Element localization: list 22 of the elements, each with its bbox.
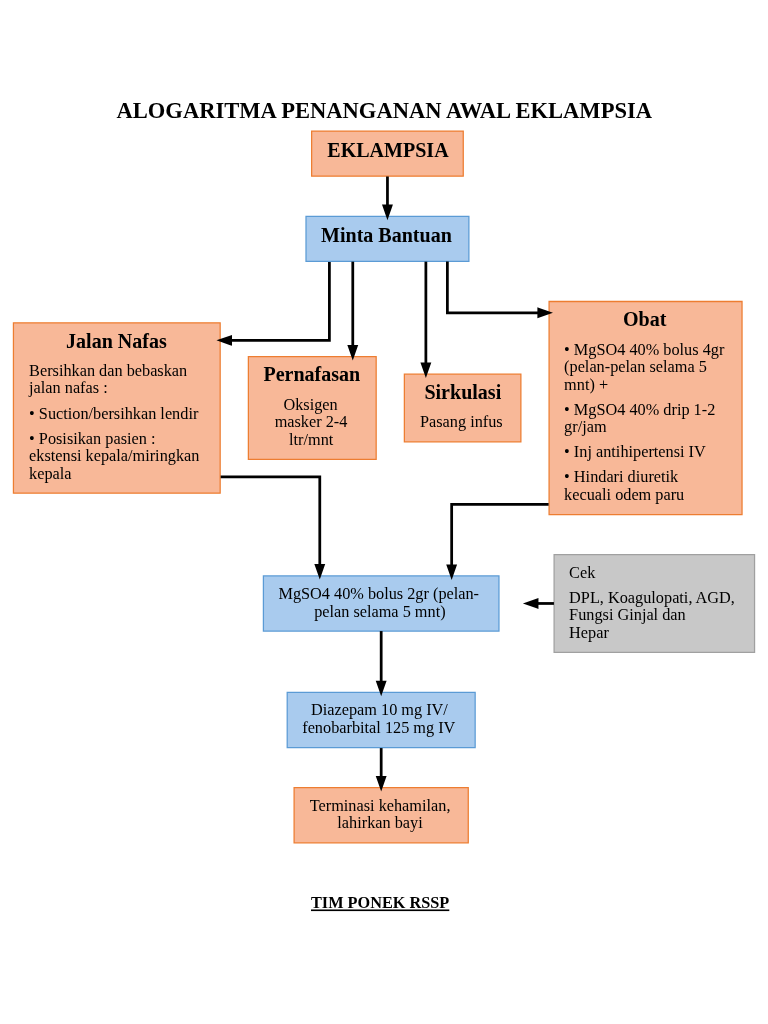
node-box: Minta Bantuan: [305, 215, 470, 263]
label: TIM PONEK RSSP: [311, 893, 450, 913]
arrow: [347, 261, 359, 361]
node-box: EKLAMPSIA: [311, 130, 464, 177]
arrow: [220, 475, 326, 580]
node-box: Obat • MgSO4 40% bolus 4gr (pelan-pelan selama 5 mnt) + • MgSO4 40% drip 1-2 gr/jam • Inj antihipertensi IV • Hindari diuretik kecuali odem paru: [548, 300, 743, 516]
node-box: Pernafasan Oksigen masker 2-4 ltr/mnt: [247, 356, 377, 460]
node-box: Terminasi kehamilan, lahirkan bayi: [293, 787, 469, 844]
arrow: [446, 261, 553, 319]
node-box: Cek DPL, Koagulopati, AGD, Fungsi Ginjal dan Hepar: [553, 553, 756, 653]
diagram-title: ALOGARITMA PENANGANAN AWAL EKLAMPSIA: [116, 97, 653, 123]
arrow: [216, 261, 331, 346]
arrow: [446, 503, 549, 581]
node-box: Diazepam 10 mg IV/ fenobarbital 125 mg IV: [286, 691, 476, 749]
arrow: [522, 598, 554, 609]
node-box: Jalan Nafas Bersihkan dan bebaskan jalan nafas : • Suction/bersihkan lendir • Posisikan pasien : ekstensi kepala/miringkan kepala: [12, 322, 221, 494]
arrow: [375, 631, 387, 697]
arrow: [375, 748, 387, 792]
node-box: Sirkulasi Pasang infus: [403, 373, 522, 443]
arrow: [420, 261, 432, 379]
node-box: MgSO4 40% bolus 2gr (pelan-pelan selama 5 mnt): [262, 575, 500, 632]
arrow: [382, 176, 393, 221]
